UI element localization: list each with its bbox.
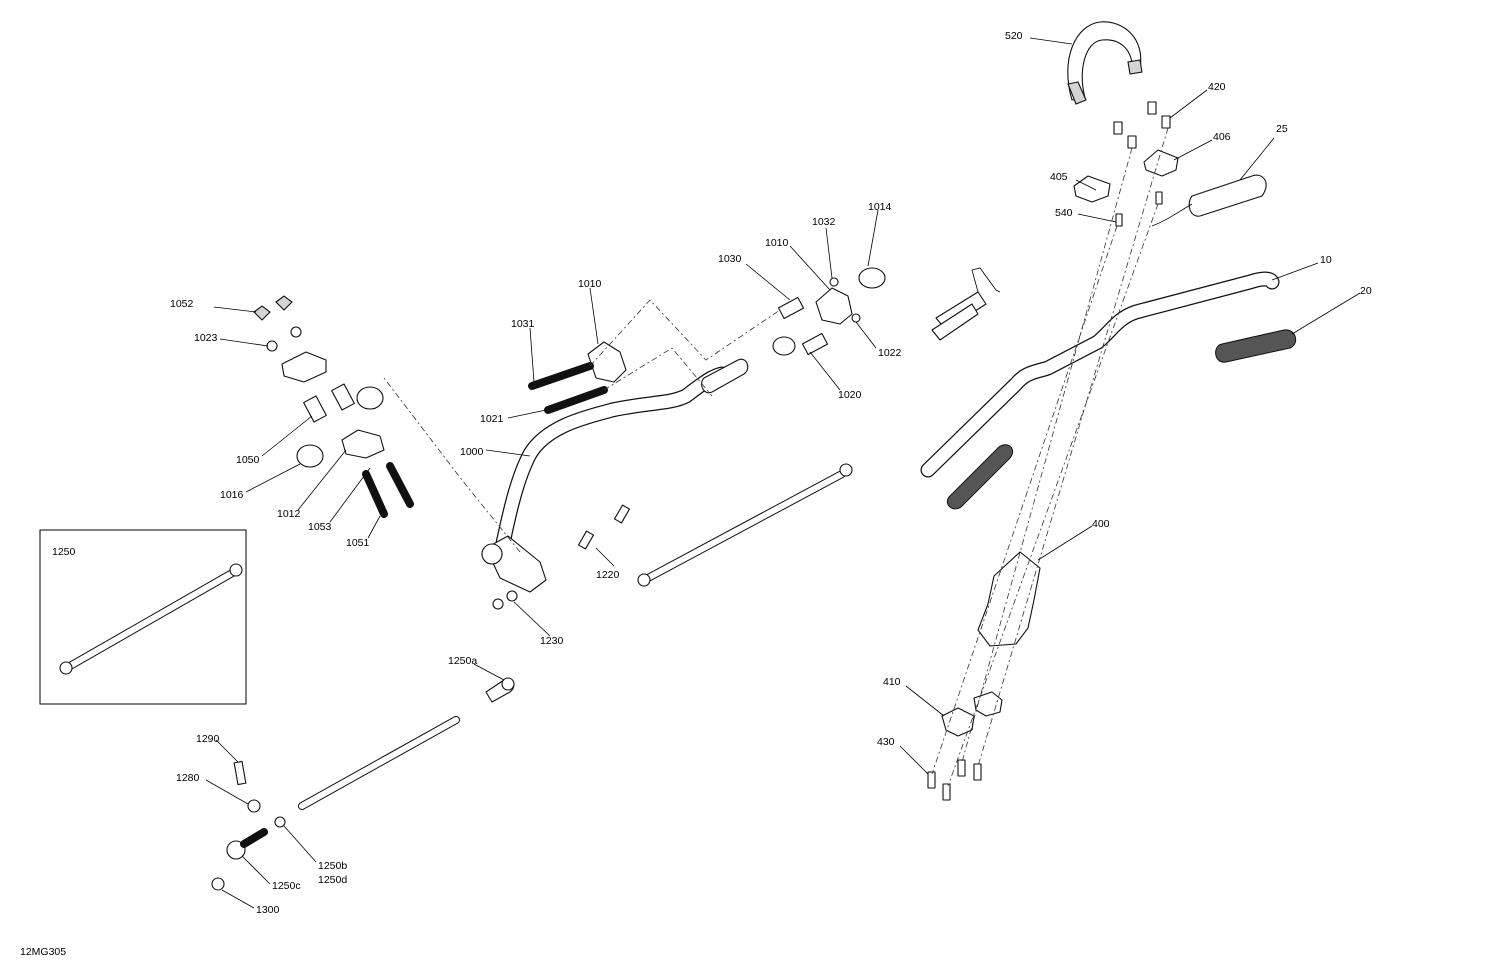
column-sleeve-part <box>701 358 749 394</box>
callout-1031: 1031 <box>511 318 535 330</box>
callout-1053: 1053 <box>308 521 332 533</box>
callout-1010-left: 1010 <box>578 278 602 290</box>
callout-1023: 1023 <box>194 332 218 344</box>
heated-grip-part <box>1151 174 1267 227</box>
callout-25: 25 <box>1276 123 1288 135</box>
wire-bracket-part <box>931 267 1001 341</box>
upper-bolts-part <box>1113 101 1171 149</box>
screw-540-part <box>1115 213 1123 227</box>
figure-code: 12MG305 <box>20 946 66 958</box>
middle-tie-rod-part <box>637 463 853 587</box>
lower-bolts-430-part <box>927 759 982 801</box>
callout-410: 410 <box>883 676 901 688</box>
callout-1022: 1022 <box>878 347 902 359</box>
riser-400-part <box>977 551 1041 647</box>
callout-1250b: 1250b <box>318 860 347 872</box>
handle-loop-part <box>1067 21 1143 105</box>
callout-20: 20 <box>1360 285 1372 297</box>
callout-520: 520 <box>1005 30 1023 42</box>
callout-labels: 520 420 406 25 405 540 10 20 400 410 430… <box>170 30 1372 916</box>
left-grip-part <box>946 444 1014 510</box>
nut-1032-part <box>829 277 839 287</box>
column-clamp-1010-right-part <box>815 287 853 325</box>
callout-1250d: 1250d <box>318 874 347 886</box>
callout-406: 406 <box>1213 131 1231 143</box>
nuts-1230-part <box>492 590 518 610</box>
screw-small-part <box>1155 191 1163 205</box>
bolts-1220-part <box>577 504 631 550</box>
column-clamp-1010-left-part <box>587 341 627 383</box>
inset-tie-rod-part <box>59 563 243 675</box>
callout-1250c: 1250c <box>272 880 301 892</box>
callout-430: 430 <box>877 736 895 748</box>
callout-1250a: 1250a <box>448 655 477 667</box>
callout-1014: 1014 <box>868 201 892 213</box>
callout-1030: 1030 <box>718 253 742 265</box>
upper-clamp-406-part <box>1143 149 1179 177</box>
callout-1052: 1052 <box>170 298 194 310</box>
callout-1021: 1021 <box>480 413 504 425</box>
callout-1012: 1012 <box>277 508 301 520</box>
callout-405: 405 <box>1050 171 1068 183</box>
callout-1051: 1051 <box>346 537 370 549</box>
callout-1000: 1000 <box>460 446 484 458</box>
bushing-1020-part <box>772 336 796 356</box>
callout-420: 420 <box>1208 81 1226 93</box>
spacer-1030-part <box>777 296 805 320</box>
callout-10: 10 <box>1320 254 1332 266</box>
leader-lines <box>205 37 1361 909</box>
spacer-1020-part <box>801 332 829 356</box>
left-clamp-stack-part <box>253 295 414 518</box>
steering-column-1000-part <box>481 366 730 593</box>
bolt-1021-part <box>544 386 608 414</box>
callout-1280: 1280 <box>176 772 200 784</box>
right-grip-part <box>1215 329 1297 363</box>
callout-400: 400 <box>1092 518 1110 530</box>
callout-540: 540 <box>1055 207 1073 219</box>
bolt-1031-part <box>528 362 594 390</box>
inset-frame <box>39 529 247 705</box>
callout-1032: 1032 <box>812 216 836 228</box>
callout-1230: 1230 <box>540 635 564 647</box>
callout-1290: 1290 <box>196 733 220 745</box>
callout-1300: 1300 <box>256 904 280 916</box>
callout-1050: 1050 <box>236 454 260 466</box>
lower-clamp-410-part <box>941 707 975 737</box>
callout-1010-right: 1010 <box>765 237 789 249</box>
callout-1020: 1020 <box>838 389 862 401</box>
assembly-lines-right <box>931 127 1169 787</box>
assembly-lines-middle <box>383 299 781 553</box>
inset-label: 1250 <box>52 546 76 558</box>
nut-1022-part <box>851 313 861 323</box>
bushing-1014-part <box>858 267 886 289</box>
callout-1220: 1220 <box>596 569 620 581</box>
upper-clamp-405-part <box>1073 175 1111 203</box>
callout-1016: 1016 <box>220 489 244 501</box>
lower-tie-rod-part <box>211 677 515 891</box>
